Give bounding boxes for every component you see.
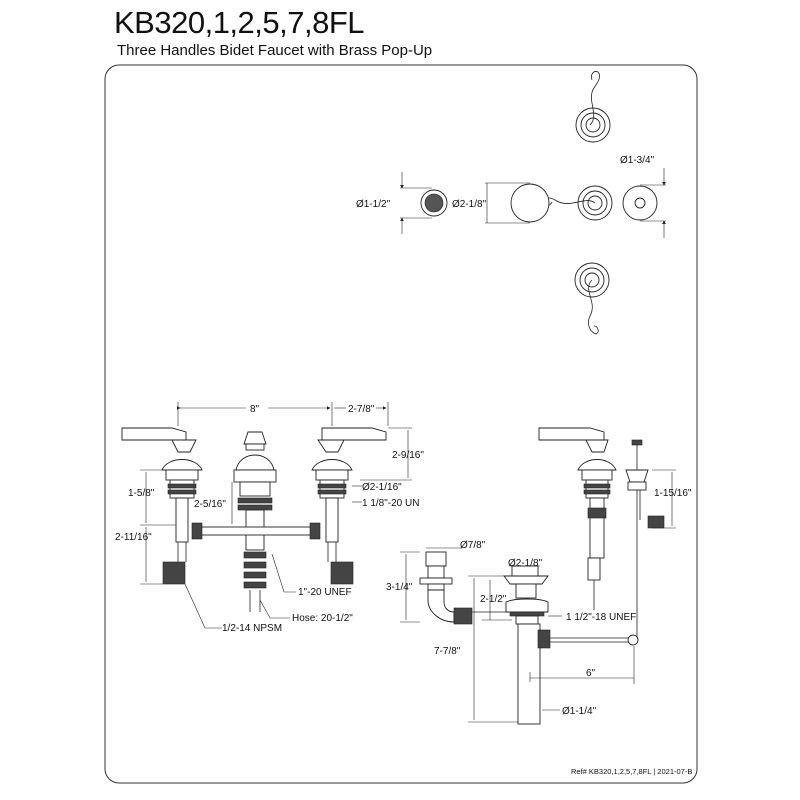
inlet-thread-label: 1/2-14 NPSM [222, 623, 282, 634]
top-view-aerator [400, 172, 448, 234]
shank-diameter-label: Ø2-1/16" [362, 482, 402, 493]
escutcheon-diameter-label: Ø1-3/4" [620, 155, 655, 166]
drain-assembly [503, 565, 639, 725]
tailpiece-diameter-label: Ø1-1/4" [562, 706, 597, 717]
top-view-escutcheon [622, 168, 666, 238]
handle-height-label: 2-9/16" [392, 450, 424, 461]
front-view-dimensions [140, 402, 412, 629]
pivot-reach-label: 6" [586, 668, 596, 679]
lift-rod-label: 1-15/16" [654, 488, 692, 499]
diagram-subtitle: Three Handles Bidet Faucet with Brass Po… [117, 42, 433, 59]
spout-height-label: 2-5/16" [194, 499, 226, 510]
flange-diameter-label: Ø2-1/8" [452, 199, 487, 210]
handle-reach-label: 2-7/8" [348, 404, 375, 415]
drain-depth-label: 2-1/2" [480, 594, 507, 605]
lift-rod [625, 439, 665, 640]
drain-flange-diameter-label: Ø2-1/8" [508, 558, 543, 569]
transfer-spout [419, 551, 510, 625]
hose-length-label: Hose: 20-1/2" [292, 613, 353, 624]
aerator-diameter-label: Ø1-1/2" [356, 199, 391, 210]
diagram-title: KB320,1,2,5,7,8FL [114, 5, 365, 40]
faucet-side-view [538, 427, 617, 610]
top-view-flange [485, 182, 550, 224]
drain-thread-label: 1 1/2"-18 UNEF [566, 612, 636, 623]
reference-note: Ref# KB320,1,2,5,7,8FL | 2021-07-B [571, 767, 692, 776]
diverter-thread-label: 1"-20 UNEF [298, 587, 352, 598]
transfer-diameter-label: Ø7/8" [460, 540, 486, 551]
center-spread-label: 8" [250, 404, 260, 415]
inlet-length-label: 2-11/16" [115, 532, 152, 543]
transfer-height-label: 3-1/4" [386, 582, 413, 593]
drain-total-label: 7-7/8" [434, 646, 461, 657]
valve-height-label: 1-5/8" [128, 488, 155, 499]
top-view-handles [541, 71, 613, 335]
shank-thread-label: 1 1/8"-20 UN [362, 498, 419, 509]
faucet-front-view [121, 427, 387, 612]
drawing-frame [104, 64, 698, 784]
